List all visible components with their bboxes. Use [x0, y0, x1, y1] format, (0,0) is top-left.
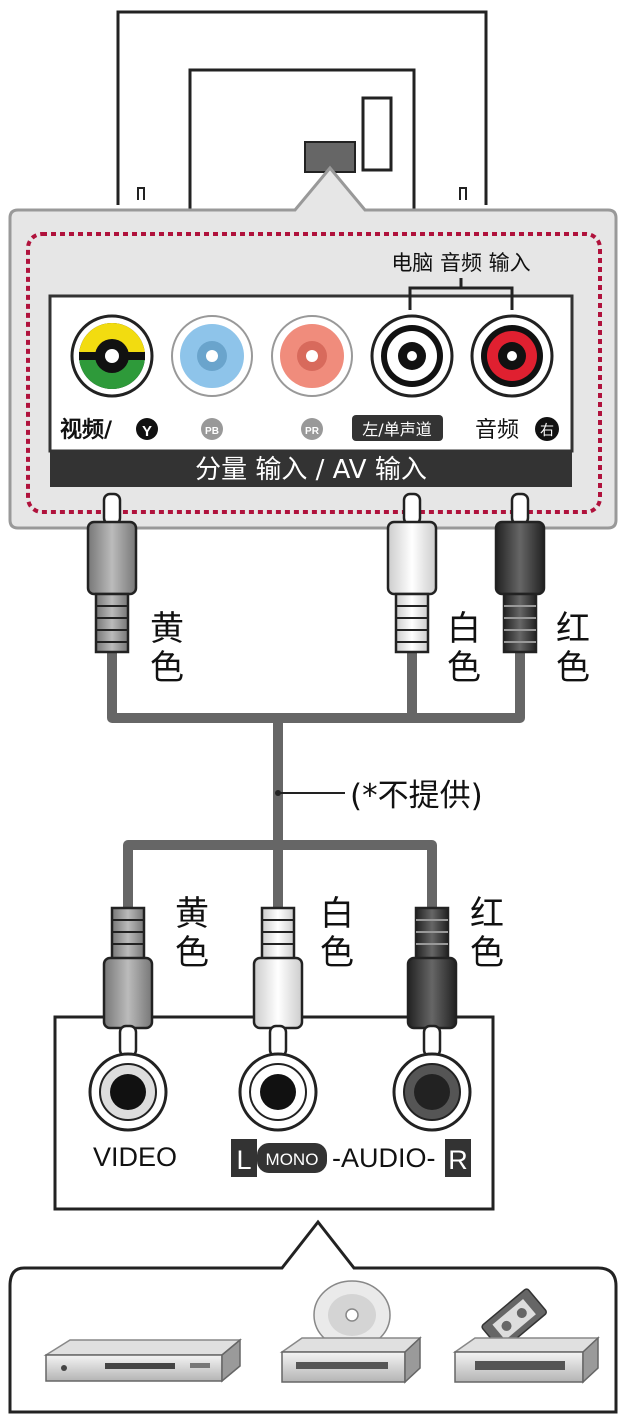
- top-white-plug: [386, 492, 438, 654]
- bottom-white-label: 白色: [320, 894, 354, 973]
- white-jack-icon[interactable]: [370, 314, 454, 398]
- bottom-red-plug: [406, 906, 458, 1058]
- disc-player-icon: [279, 1280, 422, 1384]
- dvd-player-icon: [43, 1338, 243, 1383]
- blue-jack-icon[interactable]: [171, 315, 253, 397]
- mono-badge: MONO: [266, 1150, 319, 1169]
- top-white-label: 白色: [447, 609, 481, 688]
- audio-label: 音频: [475, 418, 519, 443]
- r-badge: R: [448, 1145, 468, 1175]
- vcr-icon: [452, 1288, 600, 1384]
- input-bar: [50, 451, 572, 487]
- pc-audio-in-label: 电脑 音频 输入: [391, 251, 530, 275]
- l-badge: L: [236, 1145, 251, 1175]
- tv-back: [116, 10, 488, 212]
- device-audio-l-jack-icon[interactable]: [238, 1052, 318, 1132]
- input-bar-label: 分量 输入 / AV 输入: [195, 455, 427, 485]
- red-jack-icon[interactable]: [470, 314, 554, 398]
- bottom-white-plug: [252, 906, 304, 1058]
- salmon-jack-icon[interactable]: [271, 315, 353, 397]
- video-y-label: 视频/: [60, 417, 113, 443]
- pb-badge: PB: [205, 426, 219, 437]
- video-label: VIDEO: [93, 1142, 177, 1172]
- right-badge: 右: [540, 423, 554, 439]
- bottom-red-label: 红色: [470, 894, 504, 973]
- pr-badge: PR: [305, 426, 320, 437]
- bottom-yellow-label: 黄色: [175, 894, 209, 973]
- top-yellow-plug: [86, 492, 138, 654]
- y-badge: Y: [142, 423, 152, 440]
- top-red-plug: [494, 492, 546, 654]
- device-video-jack-icon[interactable]: [88, 1052, 168, 1132]
- device-audio-r-jack-icon[interactable]: [392, 1052, 472, 1132]
- left-mono-label: 左/单声道: [362, 420, 431, 439]
- top-red-label: 红色: [556, 609, 590, 688]
- av-cable: [107, 650, 525, 910]
- top-yellow-label: 黄色: [150, 609, 184, 688]
- not-supplied-note: (*不提供): [350, 778, 483, 814]
- dotted-border: [26, 232, 602, 514]
- audio-label: -AUDIO-: [332, 1143, 436, 1173]
- bottom-yellow-plug: [102, 906, 154, 1058]
- yellow-green-jack-icon[interactable]: [70, 314, 154, 398]
